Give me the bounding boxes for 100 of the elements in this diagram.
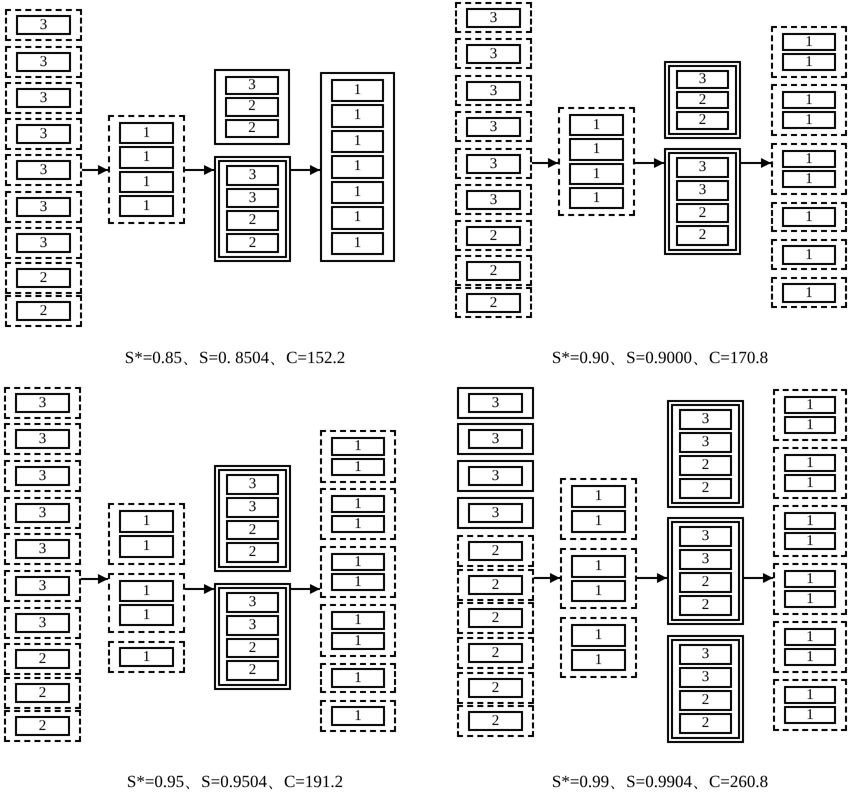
component-box: 3 [466, 44, 521, 64]
dashed-group [773, 679, 847, 731]
double-line-group [664, 61, 741, 139]
dashed-group [5, 295, 82, 327]
component-box: 2 [15, 649, 70, 669]
component-box: 2 [679, 455, 732, 476]
component-box: 1 [784, 512, 836, 530]
dashed-group [457, 637, 534, 669]
panel-caption: S*=0.99、S=0.9904、C=260.8 [552, 771, 768, 793]
dashed-group [457, 569, 534, 601]
dashed-group [4, 387, 81, 419]
component-box: 2 [468, 608, 523, 628]
dashed-group [320, 546, 396, 598]
component-box: 2 [226, 520, 279, 540]
component-box: 3 [16, 15, 71, 35]
dashed-group [771, 202, 847, 232]
component-box: 1 [784, 686, 836, 704]
component-box: 1 [569, 186, 624, 209]
solid-group [320, 72, 395, 262]
component-box: 2 [15, 683, 70, 703]
component-box: 1 [119, 194, 174, 217]
component-box: 1 [331, 573, 385, 591]
dashed-group [773, 505, 847, 557]
dashed-group [455, 184, 532, 215]
arrow [185, 165, 214, 175]
dashed-group [560, 478, 637, 540]
component-box: 1 [119, 535, 174, 558]
component-box: 3 [226, 592, 279, 613]
component-box: 3 [16, 160, 71, 180]
arrow [291, 165, 320, 175]
component-box: 1 [119, 170, 174, 193]
dashed-group [320, 488, 396, 540]
component-box: 3 [466, 116, 521, 136]
solid-group [457, 497, 534, 529]
component-box: 1 [784, 474, 836, 492]
component-box: 1 [782, 111, 836, 129]
solid-group [457, 423, 534, 455]
component-box: 2 [676, 90, 729, 110]
component-box: 1 [119, 647, 174, 667]
dashed-group [4, 607, 81, 639]
component-box: 2 [679, 690, 732, 711]
component-box: 3 [676, 157, 729, 178]
component-box: 1 [331, 458, 385, 476]
dashed-group [773, 389, 847, 441]
component-box: 3 [679, 549, 732, 570]
dashed-group [457, 705, 534, 737]
dashed-group [773, 447, 847, 499]
component-box: 3 [468, 466, 523, 486]
arrow [185, 584, 214, 594]
component-box: 3 [226, 474, 279, 495]
component-box: 1 [782, 33, 836, 51]
dashed-group [457, 672, 534, 704]
double-line-group [667, 517, 744, 625]
dashed-group [5, 227, 82, 259]
arrow [291, 584, 320, 594]
dashed-group [320, 663, 396, 693]
component-box: 1 [782, 150, 836, 168]
component-box: 3 [679, 526, 732, 547]
component-box: 3 [15, 393, 70, 413]
arrow [532, 158, 558, 168]
component-box: 2 [679, 713, 732, 734]
double-line-group [667, 400, 744, 508]
dashed-group [4, 423, 81, 455]
component-box: 2 [225, 118, 279, 138]
component-box: 1 [331, 130, 384, 154]
component-box: 3 [16, 52, 71, 72]
dashed-group [455, 148, 532, 179]
component-box: 1 [569, 114, 624, 136]
dashed-group [320, 430, 396, 483]
component-box: 1 [571, 648, 626, 671]
component-box: 1 [331, 515, 385, 533]
dashed-group [108, 573, 185, 633]
component-box: 3 [679, 409, 732, 430]
component-box: 1 [784, 628, 836, 646]
dashed-group [560, 548, 637, 609]
component-box: 2 [226, 638, 279, 658]
component-box: 1 [119, 122, 174, 144]
dashed-group [457, 602, 534, 634]
component-box: 1 [331, 495, 385, 513]
dashed-group [320, 700, 396, 732]
dashed-group [773, 563, 847, 615]
solid-group [457, 460, 534, 492]
panel-caption: S*=0.85、S=0. 8504、C=152.2 [124, 347, 346, 369]
dashed-group [455, 255, 532, 286]
double-line-group [667, 635, 744, 743]
dashed-group [455, 38, 532, 69]
component-box: 2 [676, 111, 729, 130]
panel-caption: S*=0.95、S=0.9504、C=191.2 [126, 771, 344, 793]
component-box: 3 [16, 233, 71, 253]
component-box: 2 [226, 232, 279, 253]
component-box: 2 [225, 97, 279, 117]
component-box: 1 [331, 668, 385, 688]
component-box: 2 [679, 478, 732, 499]
dashed-group [5, 46, 82, 78]
component-box: 3 [15, 539, 70, 559]
component-box: 2 [468, 711, 523, 731]
component-box: 1 [119, 146, 174, 168]
dashed-group [108, 503, 185, 565]
dashed-group [4, 533, 81, 565]
arrow [534, 573, 560, 583]
